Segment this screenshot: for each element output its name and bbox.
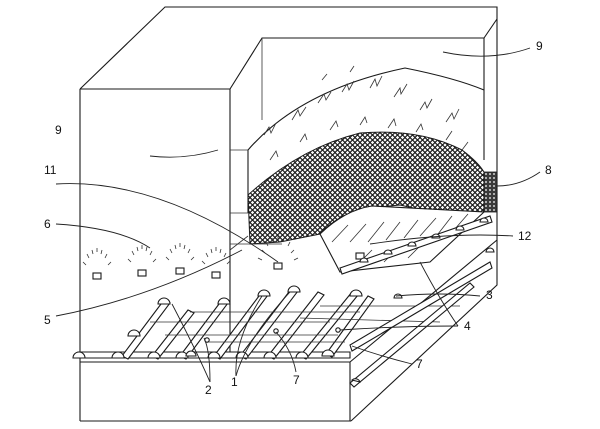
nozzle: [165, 243, 195, 275]
spray-nozzles: [82, 236, 365, 280]
callout-labels: 9 9 11 6 8 12 5 3 4 7 7 2 1: [44, 39, 552, 397]
label-11: 11: [44, 163, 57, 177]
label-5: 5: [44, 313, 51, 327]
label-7-center: 7: [293, 373, 300, 387]
pipe-grid: [72, 215, 495, 388]
nozzle: [127, 245, 157, 277]
inclined-plane: [319, 205, 486, 273]
label-9-top: 9: [536, 39, 543, 53]
label-6: 6: [44, 217, 51, 231]
left-wall-details: [229, 149, 282, 251]
label-7-right: 7: [416, 357, 423, 371]
nozzle: [355, 252, 365, 260]
block-outline: [79, 6, 498, 422]
label-3: 3: [486, 288, 493, 302]
roof-arch: [247, 38, 485, 213]
label-8: 8: [545, 163, 552, 177]
nozzle: [257, 236, 299, 270]
nozzle: [201, 247, 231, 279]
label-9-left: 9: [55, 123, 62, 137]
label-2: 2: [205, 383, 212, 397]
label-4: 4: [464, 319, 471, 333]
label-12: 12: [518, 229, 532, 243]
leader-lines: [55, 47, 541, 383]
nozzle: [82, 248, 112, 280]
label-1: 1: [231, 375, 238, 389]
